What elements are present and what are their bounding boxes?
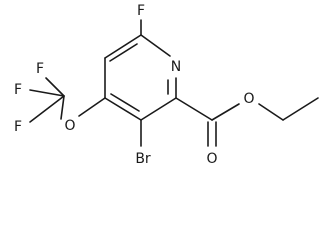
bond-c3-c3-inner bbox=[110, 93, 140, 112]
bond-ch2-ch3 bbox=[282, 97, 319, 121]
bond-cf3-f2 bbox=[29, 89, 65, 97]
atom-f1: F bbox=[36, 61, 44, 77]
structure-svg: F N F F F O Br O O bbox=[14, 3, 319, 167]
atom-br: Br bbox=[135, 151, 151, 167]
atom-f2: F bbox=[14, 82, 22, 98]
atom-o-ester: O bbox=[243, 91, 254, 107]
molecule-diagram: F N F F F O Br O O bbox=[14, 3, 319, 167]
atom-o-carbonyl: O bbox=[206, 151, 217, 167]
atom-f3: F bbox=[14, 119, 22, 135]
bond-cf3-f1 bbox=[45, 77, 65, 97]
bonds bbox=[29, 19, 319, 147]
atom-f-top: F bbox=[137, 3, 145, 19]
bond-c2-ccarb bbox=[175, 97, 213, 121]
bond-c4-o bbox=[78, 97, 106, 117]
bond-o-cf3 bbox=[60, 95, 65, 120]
bond-n-c6 bbox=[140, 34, 171, 57]
bond-c4-c3 bbox=[104, 97, 142, 121]
atom-n-ring: N bbox=[171, 59, 181, 75]
bond-c3-c2 bbox=[140, 97, 177, 121]
bond-ccarb-oester bbox=[211, 103, 240, 121]
bond-c5-c5-inner bbox=[109, 43, 138, 62]
bond-c6-c5 bbox=[104, 34, 142, 59]
bond-cf3-f3 bbox=[29, 95, 65, 123]
atom-labels: F N F F F O Br O O bbox=[14, 3, 255, 167]
bond-oester-ch2 bbox=[258, 103, 284, 121]
atom-o-ether: O bbox=[64, 118, 75, 134]
